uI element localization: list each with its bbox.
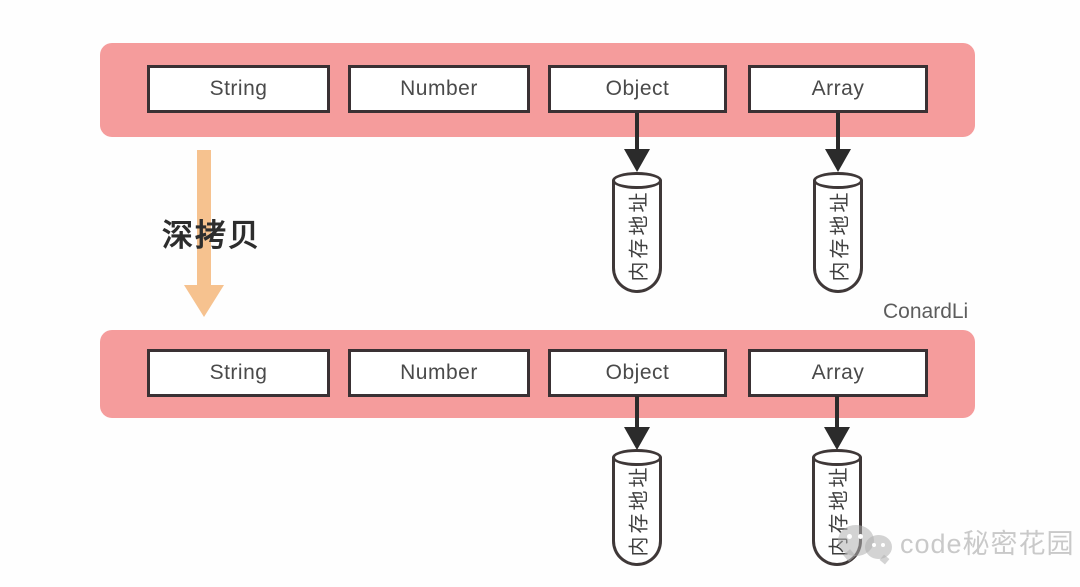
memory-address-label: 内存地址 [829,189,852,281]
tube-rim [812,449,862,466]
type-box-string-source: String [147,65,330,113]
arrow-head-icon [624,427,650,450]
tube-rim [612,449,662,466]
type-box-number-target: Number [348,349,530,397]
type-box-array-target: Array [748,349,928,397]
watermark-text: code秘密花园 [900,528,1075,559]
source-types-bar: String Number Object Array [100,43,975,137]
tube-body: 内存地址 [612,180,662,293]
arrow-stem [835,396,839,429]
deep-copy-arrow-head-icon [184,285,224,317]
type-box-string-target: String [147,349,330,397]
arrow-head-icon [624,149,650,172]
arrow-stem [635,396,639,429]
arrow-head-icon [824,427,850,450]
memory-address-label: 内存地址 [628,189,651,281]
memory-address-tube-object-target: 内存地址 [612,449,662,566]
type-box-array-source: Array [748,65,928,113]
arrow-stem [836,113,840,151]
chat-bubble-large [838,525,874,556]
tube-body: 内存地址 [612,457,662,566]
chat-bubble-tail [879,554,890,565]
memory-address-tube-object-source: 内存地址 [612,172,662,293]
type-box-number-source: Number [348,65,530,113]
tube-rim [612,172,662,189]
memory-address-label: 内存地址 [628,464,651,556]
tube-body: 内存地址 [812,457,862,566]
arrow-head-icon [825,149,851,172]
memory-address-tube-array-target: 内存地址 [812,449,862,566]
type-box-object-target: Object [548,349,727,397]
tube-body: 内存地址 [813,180,863,293]
deep-copy-arrow-shaft [197,150,211,286]
author-watermark: ConardLi [883,300,969,323]
target-types-bar: String Number Object Array [100,330,975,418]
tube-rim [813,172,863,189]
memory-address-tube-array-source: 内存地址 [813,172,863,293]
brand-watermark: code秘密花园 [836,518,1075,565]
arrow-stem [635,113,639,151]
type-box-object-source: Object [548,65,727,113]
chat-bubble-small [865,535,892,559]
wechat-icon [836,518,894,565]
deep-copy-label: 深拷贝 [162,218,261,253]
